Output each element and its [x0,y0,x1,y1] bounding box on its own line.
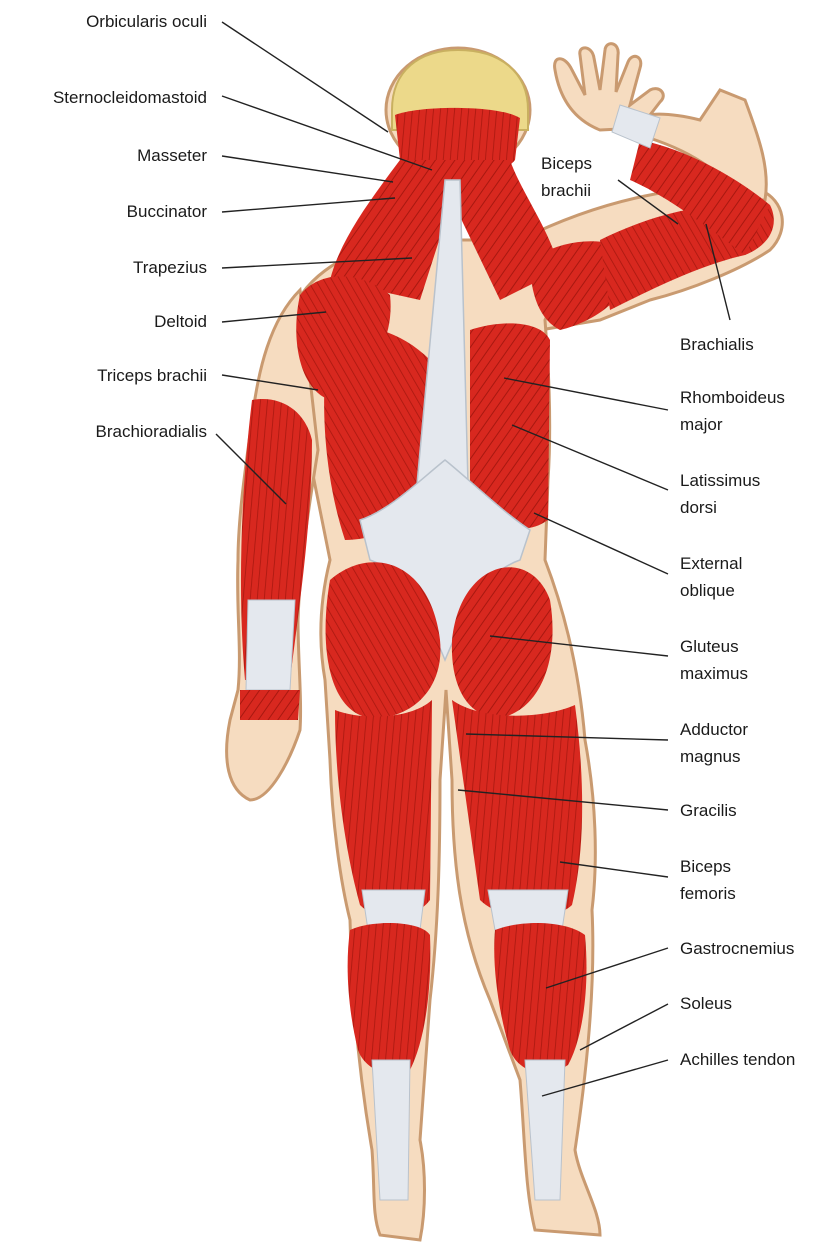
label-latissimus-dorsi: Latissimus dorsi [680,467,760,521]
label-line: Gluteus [680,633,748,660]
label-line: Buccinator [127,198,207,225]
label-line: brachii [541,177,592,204]
label-adductor-magnus: Adductor magnus [680,716,748,770]
label-trapezius: Trapezius [133,254,207,281]
label-line: Deltoid [154,308,207,335]
label-masseter: Masseter [137,142,207,169]
label-line: Gastrocnemius [680,935,794,962]
label-line: oblique [680,577,742,604]
label-line: Biceps [541,150,592,177]
label-line: Soleus [680,990,732,1017]
label-deltoid: Deltoid [154,308,207,335]
label-line: Orbicularis oculi [86,8,207,35]
label-line: dorsi [680,494,760,521]
label-line: Brachioradialis [96,418,208,445]
label-achilles-tendon: Achilles tendon [680,1046,795,1073]
label-line: Triceps brachii [97,362,207,389]
label-line: External [680,550,742,577]
label-buccinator: Buccinator [127,198,207,225]
label-gluteus-maximus: Gluteus maximus [680,633,748,687]
label-biceps-femoris: Biceps femoris [680,853,736,907]
label-line: major [680,411,785,438]
label-line: Latissimus [680,467,760,494]
label-line: Adductor [680,716,748,743]
label-triceps-brachii: Triceps brachii [97,362,207,389]
label-rhomboideus-major: Rhomboideus major [680,384,785,438]
label-external-oblique: External oblique [680,550,742,604]
label-line: Rhomboideus [680,384,785,411]
label-gracilis: Gracilis [680,797,737,824]
label-biceps-brachii: Biceps brachii [541,150,592,204]
label-line: maximus [680,660,748,687]
leader-soleus [580,1004,668,1050]
label-brachialis: Brachialis [680,331,754,358]
label-line: Brachialis [680,331,754,358]
label-line: Sternocleidomastoid [53,84,207,111]
label-line: Biceps [680,853,736,880]
label-soleus: Soleus [680,990,732,1017]
leader-external-oblique [534,513,668,574]
label-sternocleidomastoid: Sternocleidomastoid [53,84,207,111]
label-line: femoris [680,880,736,907]
label-line: Trapezius [133,254,207,281]
label-gastrocnemius: Gastrocnemius [680,935,794,962]
label-line: Masseter [137,142,207,169]
label-line: Gracilis [680,797,737,824]
leader-masseter [222,156,393,182]
label-line: magnus [680,743,748,770]
label-brachioradialis: Brachioradialis [96,418,208,445]
leader-orbicularis-oculi [222,22,388,132]
label-line: Achilles tendon [680,1046,795,1073]
label-orbicularis-oculi: Orbicularis oculi [86,8,207,35]
